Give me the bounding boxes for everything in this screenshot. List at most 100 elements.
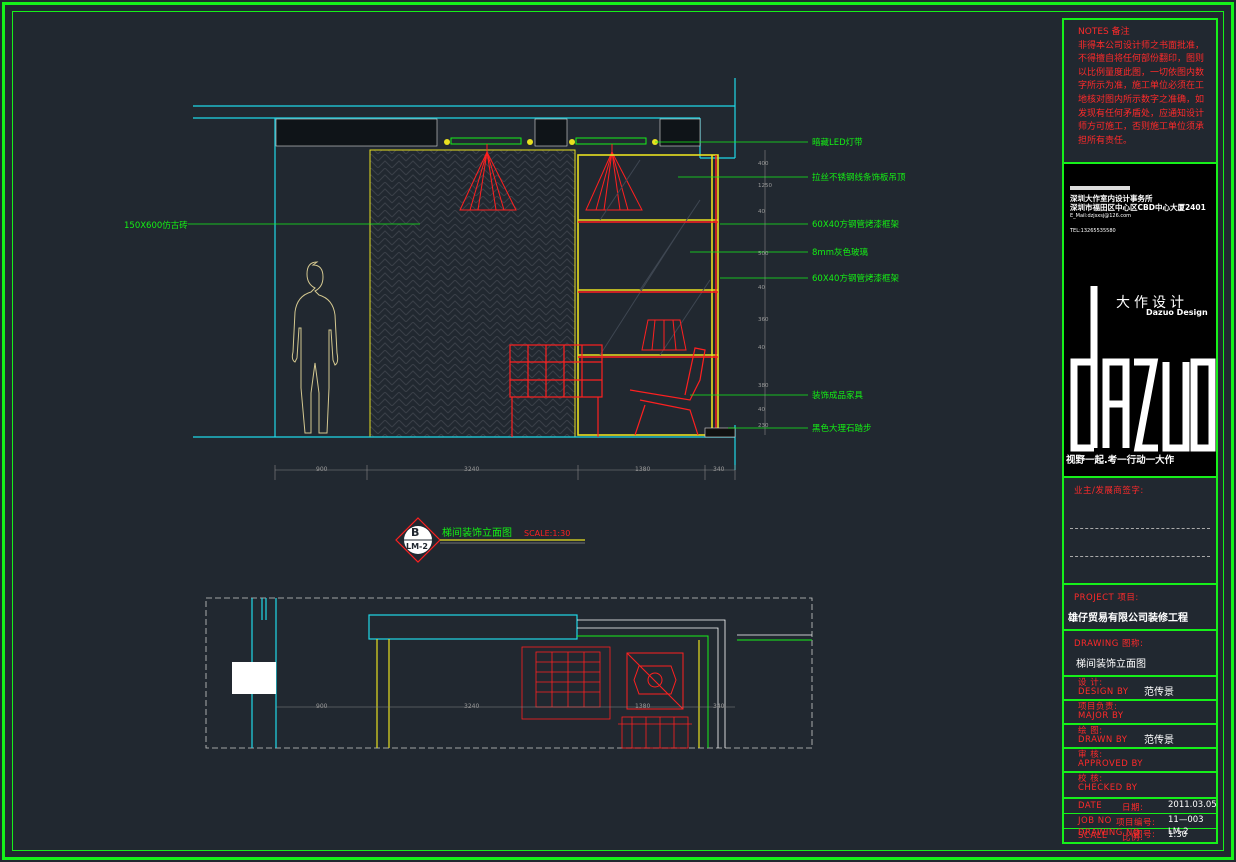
info-en: DRAWING NO xyxy=(1078,828,1141,838)
side-dim: 1250 xyxy=(758,183,772,189)
info-cn: 日期: xyxy=(1122,803,1144,813)
major-row: 项目负责: MAJOR BY xyxy=(1064,701,1216,725)
annotation-steel-frame-2: 60X40方钢管烤漆框架 xyxy=(812,274,899,284)
bottom-dimension-line xyxy=(274,465,736,480)
info-value: 2011.03.05 xyxy=(1168,800,1217,810)
title-block: NOTES 备注 非得本公司设计师之书面批准，不得擅自将任何部份翻印，图则以比例… xyxy=(1062,18,1218,844)
info-rows: DATE 日期: 2011.03.05 JOB NO 项目编号: 11—003 … xyxy=(1064,799,1217,844)
approved-label-cn: 审 核: xyxy=(1078,750,1103,760)
notes-section: NOTES 备注 非得本公司设计师之书面批准，不得擅自将任何部份翻印，图则以比例… xyxy=(1064,20,1216,164)
contact-line: E_Mail:dzjsxsj@126.com xyxy=(1070,213,1132,219)
bottom-dim: 900 xyxy=(316,466,328,473)
checked-label-en: CHECKED BY xyxy=(1078,783,1138,793)
drawn-value: 范传景 xyxy=(1144,735,1174,746)
drawing-title: 梯间装饰立面图 xyxy=(442,528,512,539)
approved-label-en: APPROVED BY xyxy=(1078,759,1144,769)
side-dim: 360 xyxy=(758,317,769,323)
design-label-cn: 设 计: xyxy=(1078,678,1103,688)
approved-row: 审 核: APPROVED BY xyxy=(1064,749,1216,773)
annotation-furniture: 装饰成品家具 xyxy=(812,391,864,401)
signature-line xyxy=(1070,528,1210,529)
drawing-label: DRAWING 图称: xyxy=(1074,639,1144,649)
client-signature: 业主/发展商签字: xyxy=(1064,478,1216,585)
drawing-value: 梯间装饰立面图 xyxy=(1076,659,1146,670)
project-label: PROJECT 项目: xyxy=(1074,593,1139,603)
info-value: 11—003 xyxy=(1168,815,1204,825)
info-en: SCALE xyxy=(1078,831,1108,841)
human-figure xyxy=(291,261,339,434)
contact-line: 深圳大作室内设计事务所 xyxy=(1070,194,1153,203)
plan-dim: 900 xyxy=(316,703,328,710)
drawn-row: 绘 图: DRAWN BY 范传景 xyxy=(1064,725,1216,749)
annotation-marble-step: 黑色大理石踏步 xyxy=(812,424,872,434)
side-dim: 40 xyxy=(758,209,765,215)
info-row-job: JOB NO 项目编号: 11—003 xyxy=(1064,814,1216,829)
section-letter: B xyxy=(411,526,420,539)
info-cn: 比例: xyxy=(1122,833,1144,843)
shelf-red-bars xyxy=(578,155,718,435)
info-en: JOB NO xyxy=(1078,816,1112,826)
annotation-glass: 8mm灰色玻璃 xyxy=(812,248,868,258)
table-lamp xyxy=(641,319,687,351)
elevation-drawing xyxy=(188,78,813,749)
side-dim: 230 xyxy=(758,423,769,429)
brand-en: Dazuo Design xyxy=(1146,308,1208,317)
steel-frame-shelf xyxy=(577,154,719,436)
design-row: 设 计: DESIGN BY 范传景 xyxy=(1064,677,1216,701)
side-dim: 380 xyxy=(758,383,769,389)
lounge-chair xyxy=(629,347,706,436)
annotation-steel-frame-1: 60X40方钢管烤漆框架 xyxy=(812,220,899,230)
ceiling-blocks xyxy=(275,118,701,147)
bottom-dim: 1380 xyxy=(635,466,651,473)
checked-row: 校 核: CHECKED BY xyxy=(1064,773,1216,799)
pendant-lamps xyxy=(459,144,643,211)
side-dim: 40 xyxy=(758,407,765,413)
brand-section: 深圳大作室内设计事务所 深圳市福田区中心区CBD中心大厦2401 E_Mail:… xyxy=(1064,164,1216,478)
contact-info: 深圳大作室内设计事务所 深圳市福田区中心区CBD中心大厦2401 E_Mail:… xyxy=(1070,194,1216,236)
major-label-en: MAJOR BY xyxy=(1078,711,1124,721)
led-troughs xyxy=(450,137,647,145)
drawing-scale: SCALE:1:30 xyxy=(524,529,571,538)
design-value: 范传景 xyxy=(1144,687,1174,698)
plan-view xyxy=(205,597,813,749)
contact-line: 深圳市福田区中心区CBD中心大厦2401 xyxy=(1070,203,1206,212)
info-en: DATE xyxy=(1078,801,1103,811)
side-dim: 40 xyxy=(758,285,765,291)
info-cn: 图号: xyxy=(1134,830,1156,840)
plan-dim: 340 xyxy=(713,703,725,710)
brand-cn: 大作设计 xyxy=(1116,295,1188,311)
red-cabinet xyxy=(509,344,603,437)
project-value: 雄仔贸易有限公司装修工程 xyxy=(1068,613,1188,624)
drawn-label-en: DRAWN BY xyxy=(1078,735,1128,745)
marble-step xyxy=(704,427,736,438)
herringbone-tile-wall xyxy=(369,149,576,438)
plan-cabinet xyxy=(521,646,611,720)
info-row-drawing-no: DRAWING NO 图号: LM-2 xyxy=(1064,827,1216,858)
plan-table xyxy=(626,652,684,710)
annotation-ceiling-panel: 拉丝不锈钢线条饰板吊顶 xyxy=(812,173,906,183)
section-marker xyxy=(395,517,585,563)
design-label-en: DESIGN BY xyxy=(1078,687,1129,697)
dazuo-logo-icon xyxy=(1070,286,1216,452)
client-label: 业主/发展商签字: xyxy=(1074,486,1144,496)
bottom-dim: 3240 xyxy=(464,466,480,473)
info-row-scale: SCALE 比例: 1:30 xyxy=(1064,829,1216,844)
notes-body: 非得本公司设计师之书面批准，不得擅自将任何部份翻印，图则以比例量度此图，一切依图… xyxy=(1078,40,1205,146)
side-dim: 500 xyxy=(758,251,769,257)
drawing-name-section: DRAWING 图称: 梯间装饰立面图 xyxy=(1064,631,1216,677)
led-lamps xyxy=(444,139,658,145)
info-cn: 项目编号: xyxy=(1116,818,1156,828)
side-dim: 40 xyxy=(758,345,765,351)
info-row-date: DATE 日期: 2011.03.05 xyxy=(1064,799,1217,814)
project-section: PROJECT 项目: 雄仔贸易有限公司装修工程 xyxy=(1064,585,1216,631)
notes-heading: NOTES 备注 xyxy=(1078,27,1130,37)
info-value: 1:30 xyxy=(1168,830,1188,840)
annotation-led-strip: 暗藏LED灯带 xyxy=(812,138,863,148)
section-sheet: LM-2 xyxy=(406,542,428,551)
drawn-label-cn: 绘 图: xyxy=(1078,726,1103,736)
plan-chair xyxy=(618,716,692,749)
glass-hatch xyxy=(599,159,711,356)
plan-dim: 3240 xyxy=(464,703,480,710)
drawing-border xyxy=(12,11,1224,851)
